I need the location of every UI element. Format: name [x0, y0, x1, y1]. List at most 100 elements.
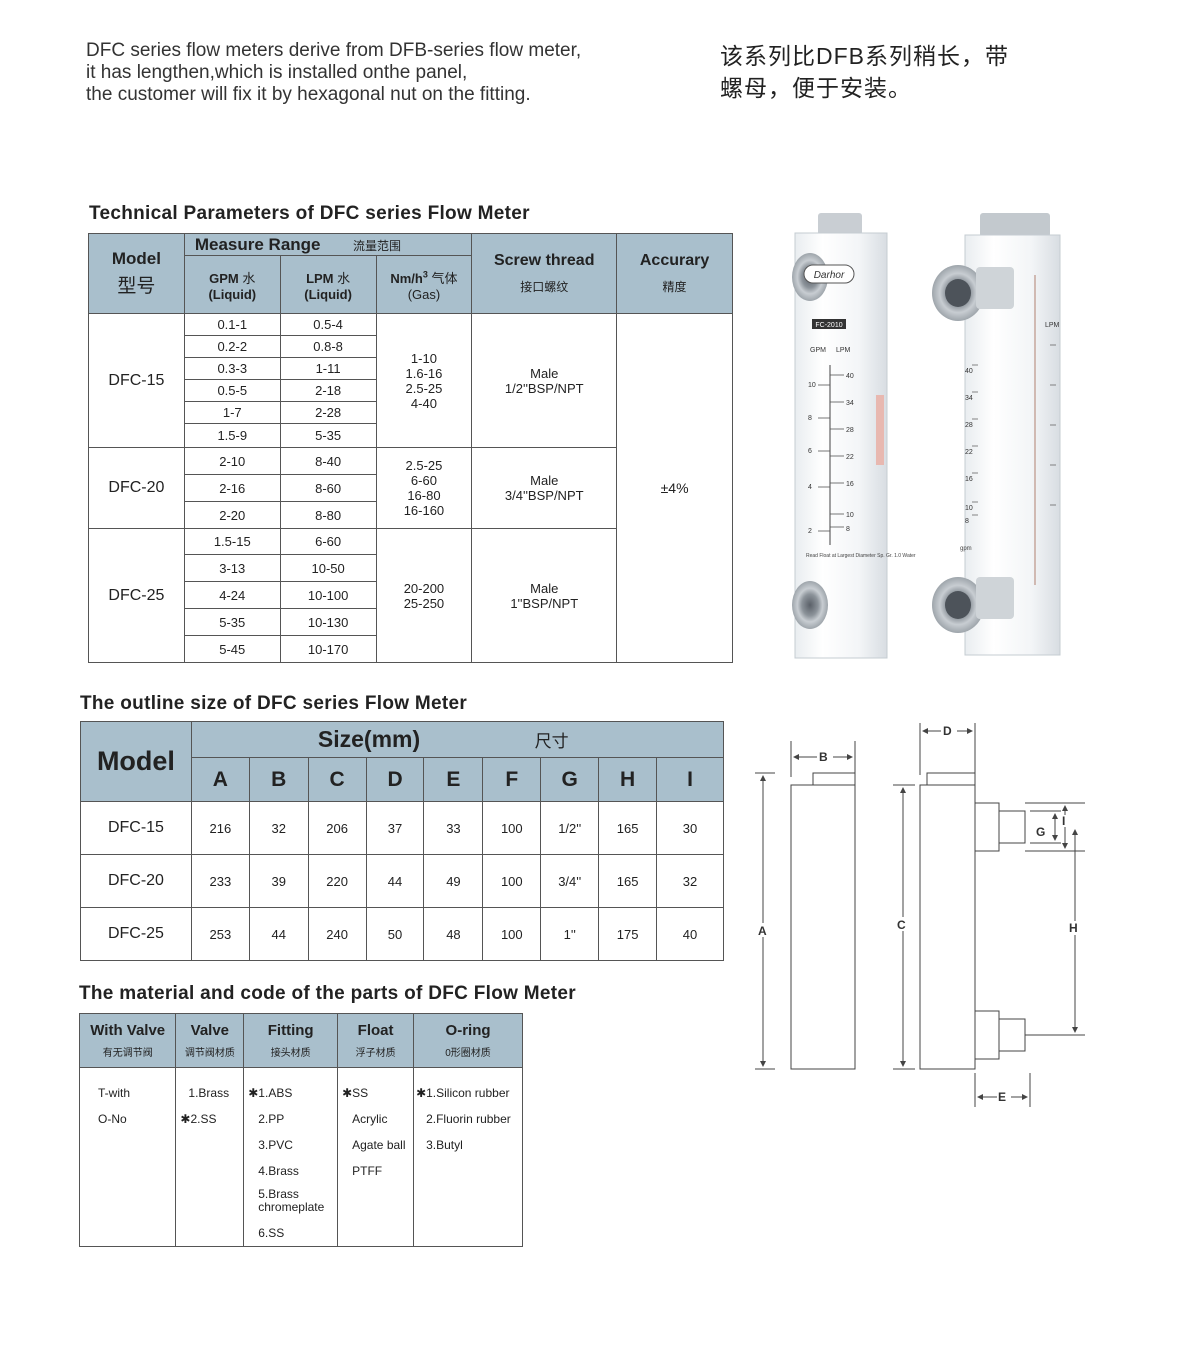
list-item: 1.Brass — [188, 1086, 230, 1100]
thread-size: 3/4''BSP/NPT — [504, 488, 584, 503]
dim-label-g: G — [1036, 825, 1045, 839]
dim-label-i: I — [1062, 814, 1065, 828]
outline-size-title: The outline size of DFC series Flow Mete… — [80, 693, 468, 714]
thread-type: Male — [530, 473, 559, 488]
screw-thread-cn: 接口螺纹 — [520, 280, 569, 294]
tech-params-title: Technical Parameters of DFC series Flow … — [89, 203, 530, 224]
col-header-h: H — [598, 757, 658, 802]
gpm-cn: 水 — [242, 270, 256, 286]
cell: 49 — [423, 854, 484, 908]
gas-value: 1.6-16 — [405, 365, 443, 381]
lpm-scale: 40 34 28 22 16 10 8 — [846, 373, 854, 533]
model-cell: DFC-15 — [88, 313, 185, 448]
header-label: Fitting — [267, 1022, 314, 1039]
gpm-cell: 5-35 — [183, 608, 281, 636]
brand-label: Darhor — [814, 270, 845, 281]
header-gas: Nm/h3 气体 (Gas) — [375, 255, 473, 314]
header-cn: 接头材质 — [270, 1048, 311, 1059]
dim-label-d: D — [943, 724, 952, 738]
model-cell: DFC-25 — [88, 528, 185, 663]
cell: 100 — [482, 854, 542, 908]
list-item: Agate ball — [352, 1138, 406, 1152]
dimension-diagram: B D A C G I H E — [755, 723, 1085, 1107]
cell: 175 — [598, 907, 658, 961]
col-header-f: F — [482, 757, 542, 802]
outline-model-label: Model — [96, 746, 175, 776]
lpm-cell: 2-18 — [279, 379, 377, 402]
cell: 253 — [190, 907, 250, 961]
material-table: With Valve 有无调节阀 Valve 调节阀材质 Fitting 接头材… — [78, 1013, 523, 1247]
right-tick-label: 22 — [965, 449, 973, 456]
lpm-cell: 2-28 — [279, 401, 377, 424]
gas-value: 2.5-25 — [405, 380, 443, 396]
cell: 50 — [365, 907, 425, 961]
gas-value: 16-80 — [407, 488, 441, 503]
right-tick-label: 16 — [965, 476, 973, 483]
flow-meter-photo: Darhor FC-2010 GPM LPM 10 8 6 4 2 40 34 … — [792, 213, 1061, 659]
table-row: DFC-15 216 32 206 37 33 100 1/2'' 165 30 — [80, 801, 724, 855]
cell: 220 — [307, 854, 367, 908]
dim-label-c: C — [897, 918, 906, 932]
screw-thread-label: Screw thread — [493, 252, 595, 269]
cell: 1/2'' — [540, 801, 600, 855]
gas-value: 4-40 — [410, 395, 437, 411]
material-header-with-valve: With Valve 有无调节阀 — [78, 1013, 177, 1068]
right-tick-label: 40 — [965, 368, 973, 375]
material-col-fitting: ✱1.ABS 2.PP 3.PVC 4.Brass 5.Brass chrome… — [243, 1067, 339, 1247]
gas-cell: 20-200 25-250 — [375, 528, 473, 663]
gpm-cell: 1-7 — [183, 401, 281, 424]
cell: 165 — [598, 801, 658, 855]
header-accuracy: Accurary 精度 — [616, 233, 733, 314]
tech-params-table: Model 型号 Measure Range 流量范围 Screw thread… — [88, 233, 733, 663]
list-item: ✱2.SS — [180, 1112, 217, 1126]
list-item: Acrylic — [352, 1112, 388, 1126]
cell: 44 — [248, 907, 309, 961]
col-header-i: I — [656, 757, 724, 802]
col-header-c: C — [307, 757, 367, 802]
gpm-cell: 5-45 — [183, 635, 281, 663]
lpm-cn: 水 — [337, 270, 351, 286]
lpm-cell: 10-100 — [279, 581, 377, 609]
list-item: 3.Butyl — [426, 1138, 463, 1152]
gpm-liquid: (Liquid) — [208, 286, 257, 302]
list-item: 6.SS — [258, 1226, 285, 1240]
meter-left: Darhor FC-2010 GPM LPM 10 8 6 4 2 40 34 … — [792, 213, 916, 659]
gas-value: 2.5-25 — [405, 458, 443, 473]
gas-cell: 2.5-25 6-60 16-80 16-160 — [375, 447, 473, 529]
cell: 240 — [307, 907, 367, 961]
outline-header-model: Model — [80, 721, 192, 802]
thread-type: Male — [530, 580, 559, 596]
right-tick-label: 34 — [965, 395, 973, 402]
gpm-scale-label: GPM — [810, 347, 826, 354]
material-title: The material and code of the parts of DF… — [79, 983, 576, 1004]
gas-label: (Gas) — [407, 286, 441, 302]
gpm-cell: 0.2-2 — [183, 335, 281, 358]
header-cn: 调节阀材质 — [184, 1048, 235, 1059]
cell: 100 — [482, 907, 542, 961]
col-header-g: G — [540, 757, 600, 802]
thread-cell: Male 3/4''BSP/NPT — [471, 447, 618, 529]
gpm-tick-label: 8 — [808, 415, 812, 422]
gpm-tick-label: 2 — [808, 528, 812, 535]
header-label: Float — [357, 1022, 394, 1039]
size-cn: 尺寸 — [534, 732, 569, 751]
right-tick-label: 28 — [965, 422, 973, 429]
cell: 3/4'' — [540, 854, 600, 908]
row-model: DFC-20 — [80, 854, 192, 908]
lpm-cell: 5-35 — [279, 423, 377, 448]
lpm-tick-label: 8 — [846, 526, 850, 533]
material-header-fitting: Fitting 接头材质 — [243, 1013, 339, 1068]
header-screw-thread: Screw thread 接口螺纹 — [471, 233, 618, 314]
intro-chinese: 该系列比DFB系列稍长，带 螺母，便于安装。 — [720, 40, 1009, 104]
model-cell: DFC-20 — [88, 447, 185, 529]
dim-label-h: H — [1069, 921, 1078, 935]
gpm-cell: 1.5-9 — [183, 423, 281, 448]
gas-value: 20-200 — [403, 580, 445, 596]
cell: 32 — [248, 801, 309, 855]
intro-en-line: DFC series flow meters derive from DFB-s… — [86, 40, 582, 61]
model-tag: FC-2010 — [815, 322, 842, 329]
dim-label-e: E — [998, 1090, 1006, 1104]
cell: 44 — [365, 854, 425, 908]
cell: 233 — [190, 854, 250, 908]
lpm-tick-label: 16 — [846, 481, 854, 488]
